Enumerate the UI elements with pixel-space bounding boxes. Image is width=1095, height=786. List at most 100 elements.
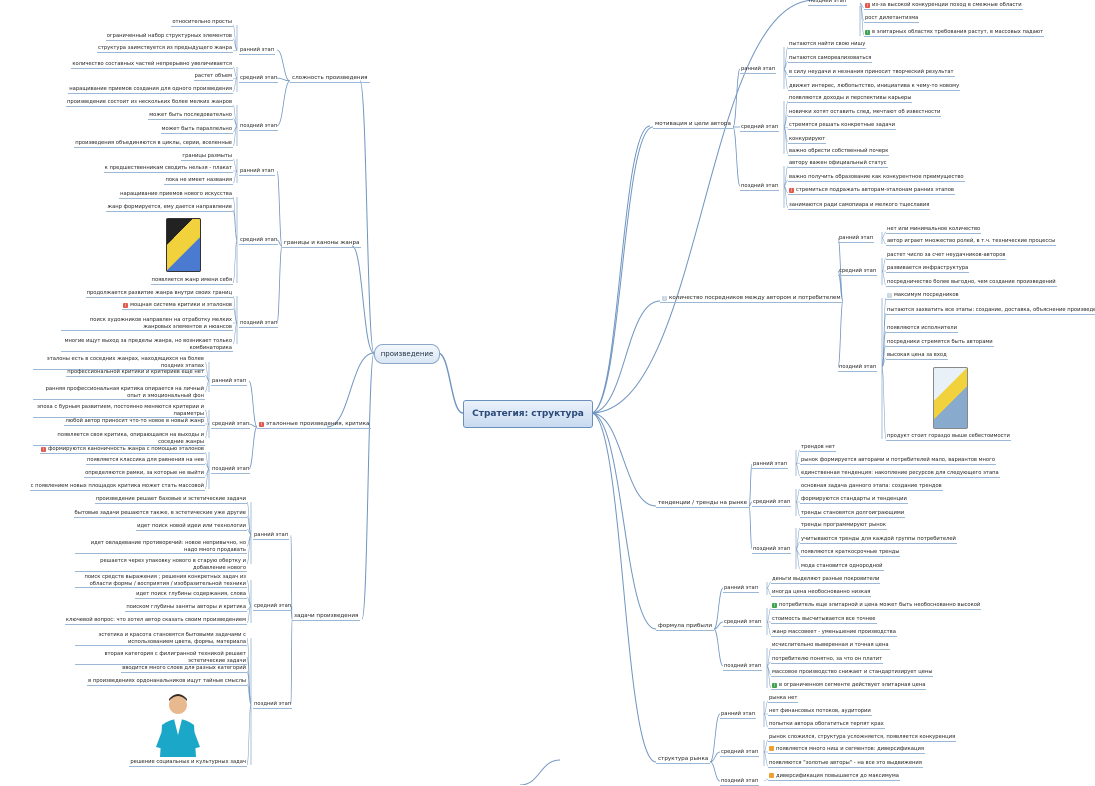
item-profit-2-2[interactable]: массовое производство снижает и стандарт… [771,669,934,677]
stage-boundaries-0[interactable]: ранний этап [239,168,276,176]
item-intermediaries-1-2[interactable]: посредничество более выгодно, чем создан… [886,279,1057,287]
item-market-0-1[interactable]: нет финансовых потоков, аудитории [768,708,872,716]
item-intermediaries-1-1[interactable]: развивается инфраструктура [886,265,970,273]
item-tasks-1-3[interactable]: ключевой вопрос: что хотел автор сказать… [64,617,247,625]
item-intermediaries-1-0[interactable]: растет число за счет неудачников-авторов [886,252,1007,260]
item-profit-0-1[interactable]: иногда цена необоснованно низкая [771,589,872,597]
item-motivation-2-2[interactable]: !стремиться подражать авторам-эталонам р… [788,187,955,195]
item-top-fragment-0[interactable]: !из-за высокой конкуренции поход в смежн… [864,2,1023,10]
item-boundaries-2-1[interactable]: !мощная система критики и эталонов [122,302,233,310]
stage-market-2[interactable]: поздний этап [720,778,760,786]
topic-node-work[interactable]: произведение [374,344,440,364]
stage-profit-0[interactable]: ранний этап [723,585,760,593]
stage-tasks-0[interactable]: ранний этап [253,532,290,540]
stage-tasks-2[interactable]: поздний этап [253,701,293,709]
stage-intermediaries-0[interactable]: ранний этап [838,235,875,243]
item-motivation-0-0[interactable]: пытаются найти свою нишу [788,41,867,49]
item-boundaries-2-3[interactable]: многие ищут выход за пределы жанра, но в… [61,338,233,352]
item-complexity-1-1[interactable]: растет объем [193,73,233,81]
category-profit[interactable]: формула прибыли [656,623,714,631]
stage-criticism-1[interactable]: средний этап [211,421,251,429]
item-profit-2-1[interactable]: потребителю понятно, за что он платит [771,656,884,664]
item-market-1-0[interactable]: рынок сложился, структура усложняется, п… [768,734,957,742]
stage-complexity-1[interactable]: средний этап [239,75,279,83]
item-intermediaries-2-5[interactable]: продукт стоит гораздо выше себестоимости [886,433,1011,441]
item-trends-2-2[interactable]: появляются краткосрочные тренды [800,549,901,557]
item-boundaries-1-2[interactable]: появляется жанр имени себя [150,277,233,285]
item-profit-0-0[interactable]: деньги выделяют разные покровители [771,576,881,584]
item-complexity-2-2[interactable]: может быть параллельно [160,126,233,134]
item-criticism-1-1[interactable]: любой автор приносит что-то новое в новы… [64,418,205,426]
stage-profit-1[interactable]: средний этап [723,619,763,627]
item-tasks-0-3[interactable]: идет овладевание противоречий: новое неп… [75,540,247,554]
category-motivation[interactable]: мотивация и цели автора [653,121,733,129]
item-profit-1-2[interactable]: жанр массовеет - уменьшение производства [771,629,897,637]
item-criticism-0-0[interactable]: эталоны есть в соседних жанрах, находящи… [33,356,205,370]
item-complexity-2-1[interactable]: может быть последовательно [148,112,233,120]
category-tasks[interactable]: задачи произведения [292,613,361,621]
item-tasks-0-2[interactable]: идет поиск новой идеи или технологии [136,523,247,531]
stage-trends-0[interactable]: ранний этап [752,461,789,469]
item-profit-1-0[interactable]: !потребитель еще элитарной и цена может … [771,602,982,610]
item-motivation-0-3[interactable]: движет интерес, любопытство, инициатива … [788,83,961,91]
item-criticism-2-1[interactable]: появляется классика для равнения на нее [86,457,205,465]
stage-criticism-0[interactable]: ранний этап [211,378,248,386]
category-intermediaries[interactable]: !количество посредников между автором и … [660,295,843,303]
item-intermediaries-2-3[interactable]: посредники стремятся быть авторами [886,339,994,347]
item-trends-2-3[interactable]: мода становится однородной [800,563,884,571]
item-complexity-1-0[interactable]: количество составных частей непрерывно у… [71,61,233,69]
stage-trends-1[interactable]: средний этап [752,499,792,507]
item-complexity-1-2[interactable]: наращивание приемов создания для одного … [68,86,233,94]
stage-top-fragment[interactable]: поздний этап [808,0,848,6]
stage-market-0[interactable]: ранний этап [720,711,757,719]
item-boundaries-1-0[interactable]: наращивание приемов нового искусства [119,191,233,199]
item-complexity-0-0[interactable]: относительно просты [171,19,233,27]
item-motivation-0-2[interactable]: в силу неудачи и незнания приносит творч… [788,69,955,77]
stage-market-1[interactable]: средний этап [720,749,760,757]
item-criticism-2-2[interactable]: определяются рамки, за которые не выйти [84,470,205,478]
item-criticism-2-3[interactable]: с появлением новых площадок критика може… [29,483,205,491]
item-trends-1-0[interactable]: основная задача данного этапа: создание … [800,483,943,491]
item-trends-0-0[interactable]: трендов нет [800,444,836,452]
item-tasks-2-3[interactable]: в произведениях ордонанальников ищут тай… [87,678,247,686]
item-market-1-1[interactable]: появляется много ниш и сегментов: диверс… [768,746,926,754]
item-tasks-2-2[interactable]: вводится много слоев для разных категори… [121,665,247,673]
item-market-0-0[interactable]: рынка нет [768,695,799,703]
stage-motivation-1[interactable]: средний этап [740,124,780,132]
stage-complexity-0[interactable]: ранний этап [239,47,276,55]
item-tasks-1-1[interactable]: идет поиск глубины содержания, слова [135,591,247,599]
item-criticism-0-1[interactable]: профессиональной критики и критериев еще… [66,369,205,377]
category-trends[interactable]: тенденции / тренды на рынке [656,500,750,508]
item-intermediaries-2-4[interactable]: высокая цена за вход [886,352,948,360]
item-tasks-1-2[interactable]: поиском глубины заняты авторы и критика [125,604,247,612]
stage-motivation-2[interactable]: поздний этап [740,183,780,191]
item-boundaries-1-1[interactable]: жанр формируется, ему дается направление [106,204,233,212]
item-criticism-0-2[interactable]: ранняя профессиональная критика опираетс… [33,386,205,400]
item-market-1-2[interactable]: появляются "золотые авторы" - на все это… [768,760,923,768]
item-motivation-2-3[interactable]: занимаются ради самопиара и мелкого тщес… [788,202,931,210]
item-motivation-1-1[interactable]: новички хотят оставить след, мечтают об … [788,109,942,117]
item-intermediaries-0-0[interactable]: нет или минимальное количество [886,226,982,234]
category-complexity[interactable]: сложность произведения [290,75,370,83]
item-trends-0-1[interactable]: рынок формируется авторами и потребителе… [800,457,996,465]
item-trends-2-1[interactable]: учитываются тренды для каждой группы пот… [800,536,957,544]
item-profit-2-0[interactable]: исчислительно выверенная и точная цена [771,642,890,650]
stage-intermediaries-2[interactable]: поздний этап [838,364,878,372]
item-tasks-2-0[interactable]: эстетика и красота становятся бытовыми з… [75,632,247,646]
item-trends-1-1[interactable]: формируются стандарты и тенденции [800,496,908,504]
item-tasks-2-1[interactable]: вторая категория с филигранной техникой … [75,651,247,665]
item-tasks-0-0[interactable]: произведение решает базовые и эстетическ… [94,496,247,504]
category-market[interactable]: структура рынка [656,756,711,764]
item-motivation-0-1[interactable]: пытаются самореализоваться [788,55,873,63]
item-tasks-2-4[interactable]: решение социальных и культурных задач [129,759,247,767]
stage-complexity-2[interactable]: поздний этап [239,123,279,131]
item-intermediaries-2-2[interactable]: появляются исполнители [886,325,958,333]
item-complexity-0-2[interactable]: структура заимствуется из предыдущего жа… [97,45,233,53]
item-boundaries-0-1[interactable]: к предшественникам сводить нельзя - плак… [103,165,233,173]
item-intermediaries-2-1[interactable]: пытаются захватить все этапы: создание, … [886,307,1095,315]
item-market-0-2[interactable]: попытки автора обогатиться терпят крах [768,721,885,729]
item-trends-2-0[interactable]: тренды программируют рынок [800,522,887,530]
item-trends-1-2[interactable]: тренды становятся долгоиграющими [800,510,906,518]
stage-profit-2[interactable]: поздний этап [723,663,763,671]
item-profit-2-3[interactable]: !в ограниченном сегменте действует элита… [771,682,927,690]
